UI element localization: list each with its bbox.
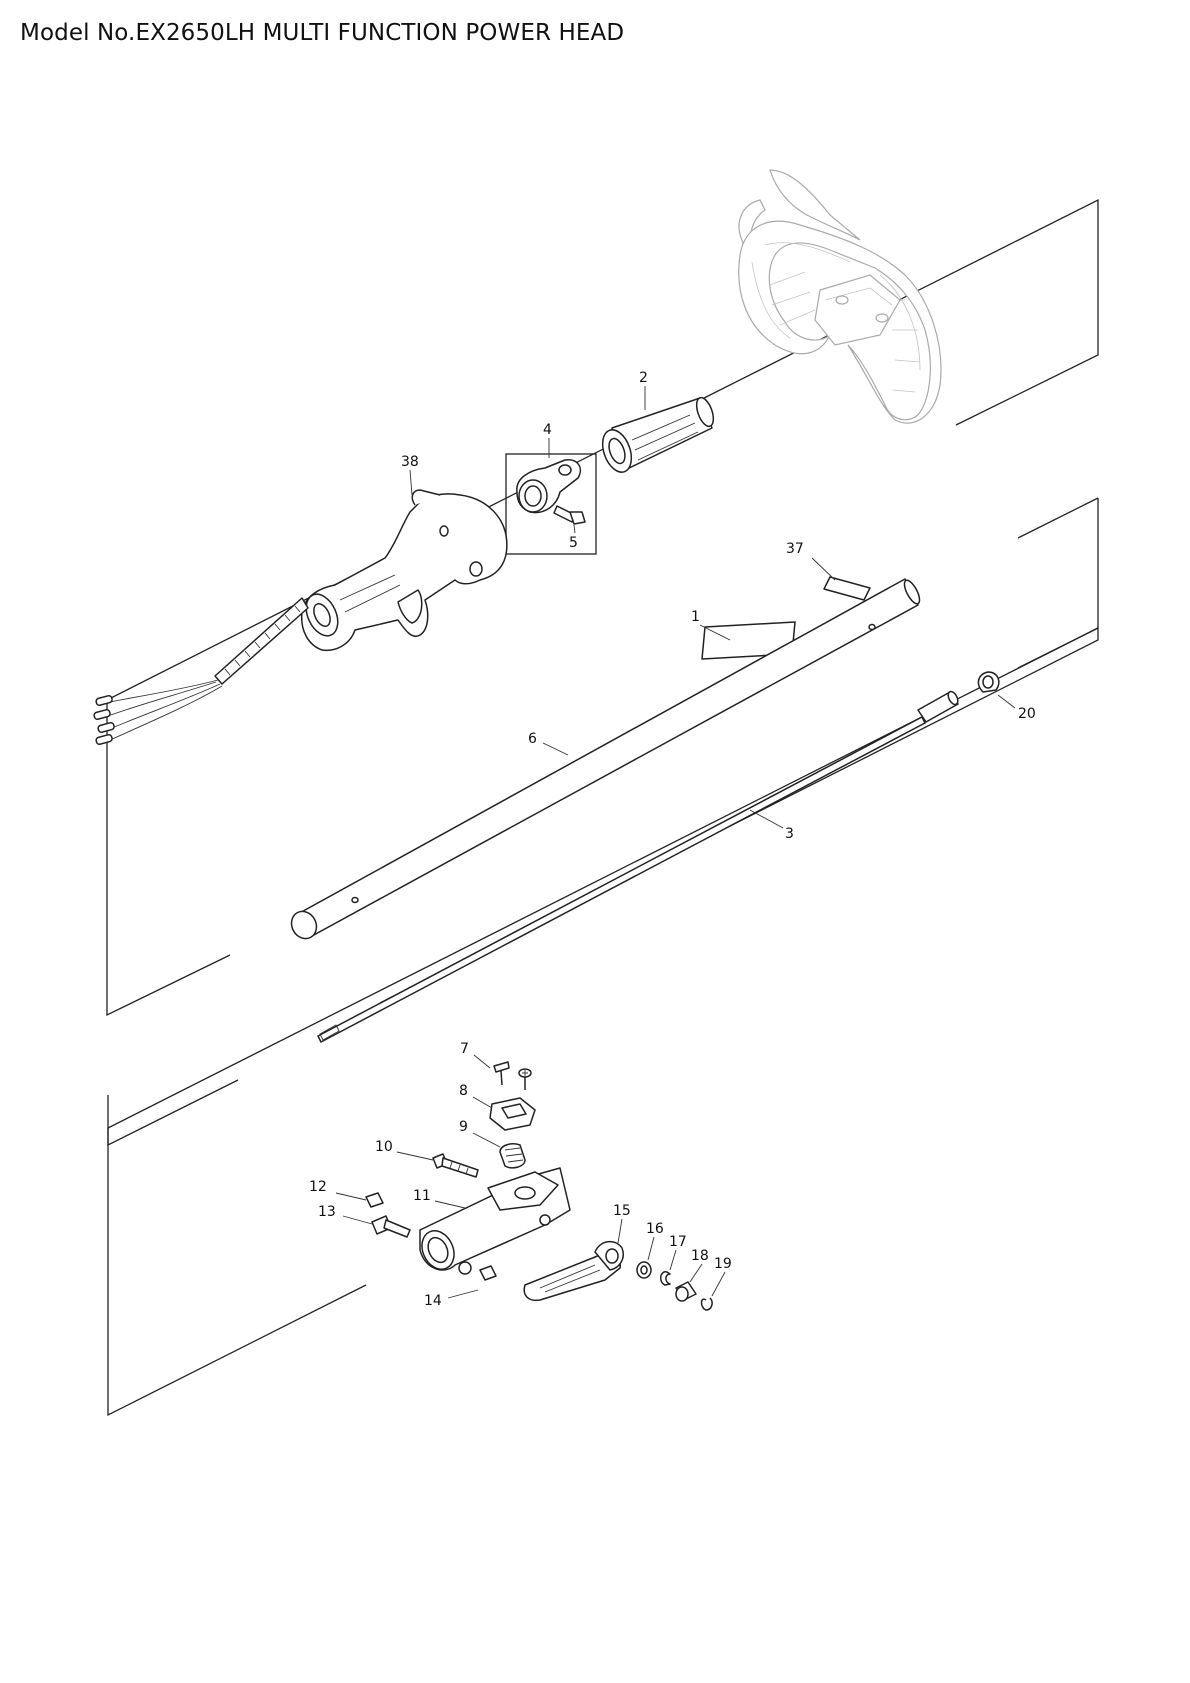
callout-6: 6 [528,731,537,747]
callout-13: 13 [318,1204,336,1220]
callout-15: 15 [613,1203,631,1219]
clamp-assembly [505,453,597,555]
callout-5: 5 [569,535,578,551]
grip-sleeve [601,396,715,473]
callout-14: 14 [424,1293,442,1309]
main-pipe [290,578,921,940]
callout-12: 12 [309,1179,327,1195]
callout-1: 1 [691,609,700,625]
callout-4: 4 [543,422,552,438]
coupling-bracket [365,1061,713,1311]
drive-shaft [317,690,959,1043]
callout-10: 10 [375,1139,393,1155]
callout-8: 8 [459,1083,468,1099]
callout-20: 20 [1018,706,1036,722]
callout-9: 9 [459,1119,468,1135]
callout-3: 3 [785,826,794,842]
page-title: Model No.EX2650LH MULTI FUNCTION POWER H… [20,20,625,46]
callout-2: 2 [639,370,648,386]
callout-16: 16 [646,1221,664,1237]
callout-18: 18 [691,1248,709,1264]
snap-ring [977,671,1000,693]
callout-38: 38 [401,454,419,470]
loop-handle [738,169,942,424]
callout-numbers: 2 4 38 5 37 1 20 6 3 7 8 9 10 11 12 13 1… [309,370,1036,1309]
callout-37: 37 [786,541,804,557]
throttle-handle [93,489,508,746]
label-plate-small [823,576,871,601]
callout-19: 19 [714,1256,732,1272]
callout-17: 17 [669,1234,687,1250]
callout-7: 7 [460,1041,469,1057]
callout-11: 11 [413,1188,431,1204]
leader-lines [335,386,1016,1299]
frame-lines [106,198,1099,1417]
